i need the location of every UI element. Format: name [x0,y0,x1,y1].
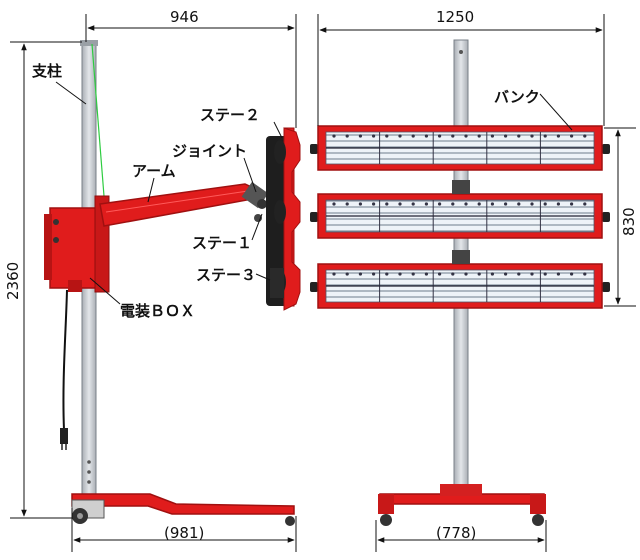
bank-bracket [452,250,470,264]
front-base [378,484,546,526]
front-view [310,39,610,526]
joint [241,181,269,222]
lamp-bank [310,125,610,171]
lamp-banks [310,125,610,309]
dim-height: 2360 [4,262,22,300]
label-bank: バンク [494,88,540,106]
dim-front-base: (778) [436,524,476,542]
side-view [44,40,301,526]
label-pillar: 支柱 [31,62,62,80]
arm [99,183,259,227]
bank-bracket [452,180,470,194]
lamp-bank [310,263,610,309]
heater-side [266,127,301,311]
label-arm: アーム [132,162,176,180]
dimension-lines [10,14,636,552]
dim-side-width: 946 [170,8,199,26]
label-joint: ジョイント [172,142,247,160]
label-electrical-box: 電装ＢＯＸ [120,302,195,320]
dim-bank-height: 830 [620,207,638,236]
dim-front-width: 1250 [436,8,474,26]
label-stay3: ステー３ [196,266,256,284]
leader-lines [55,81,573,305]
dim-side-base: (981) [164,524,204,542]
power-cord [62,289,68,431]
lamp-bank [310,193,610,239]
support-cable [91,43,105,197]
side-base [71,493,295,526]
label-stay2: ステー２ [200,106,260,124]
label-stay1: ステー１ [192,234,252,252]
